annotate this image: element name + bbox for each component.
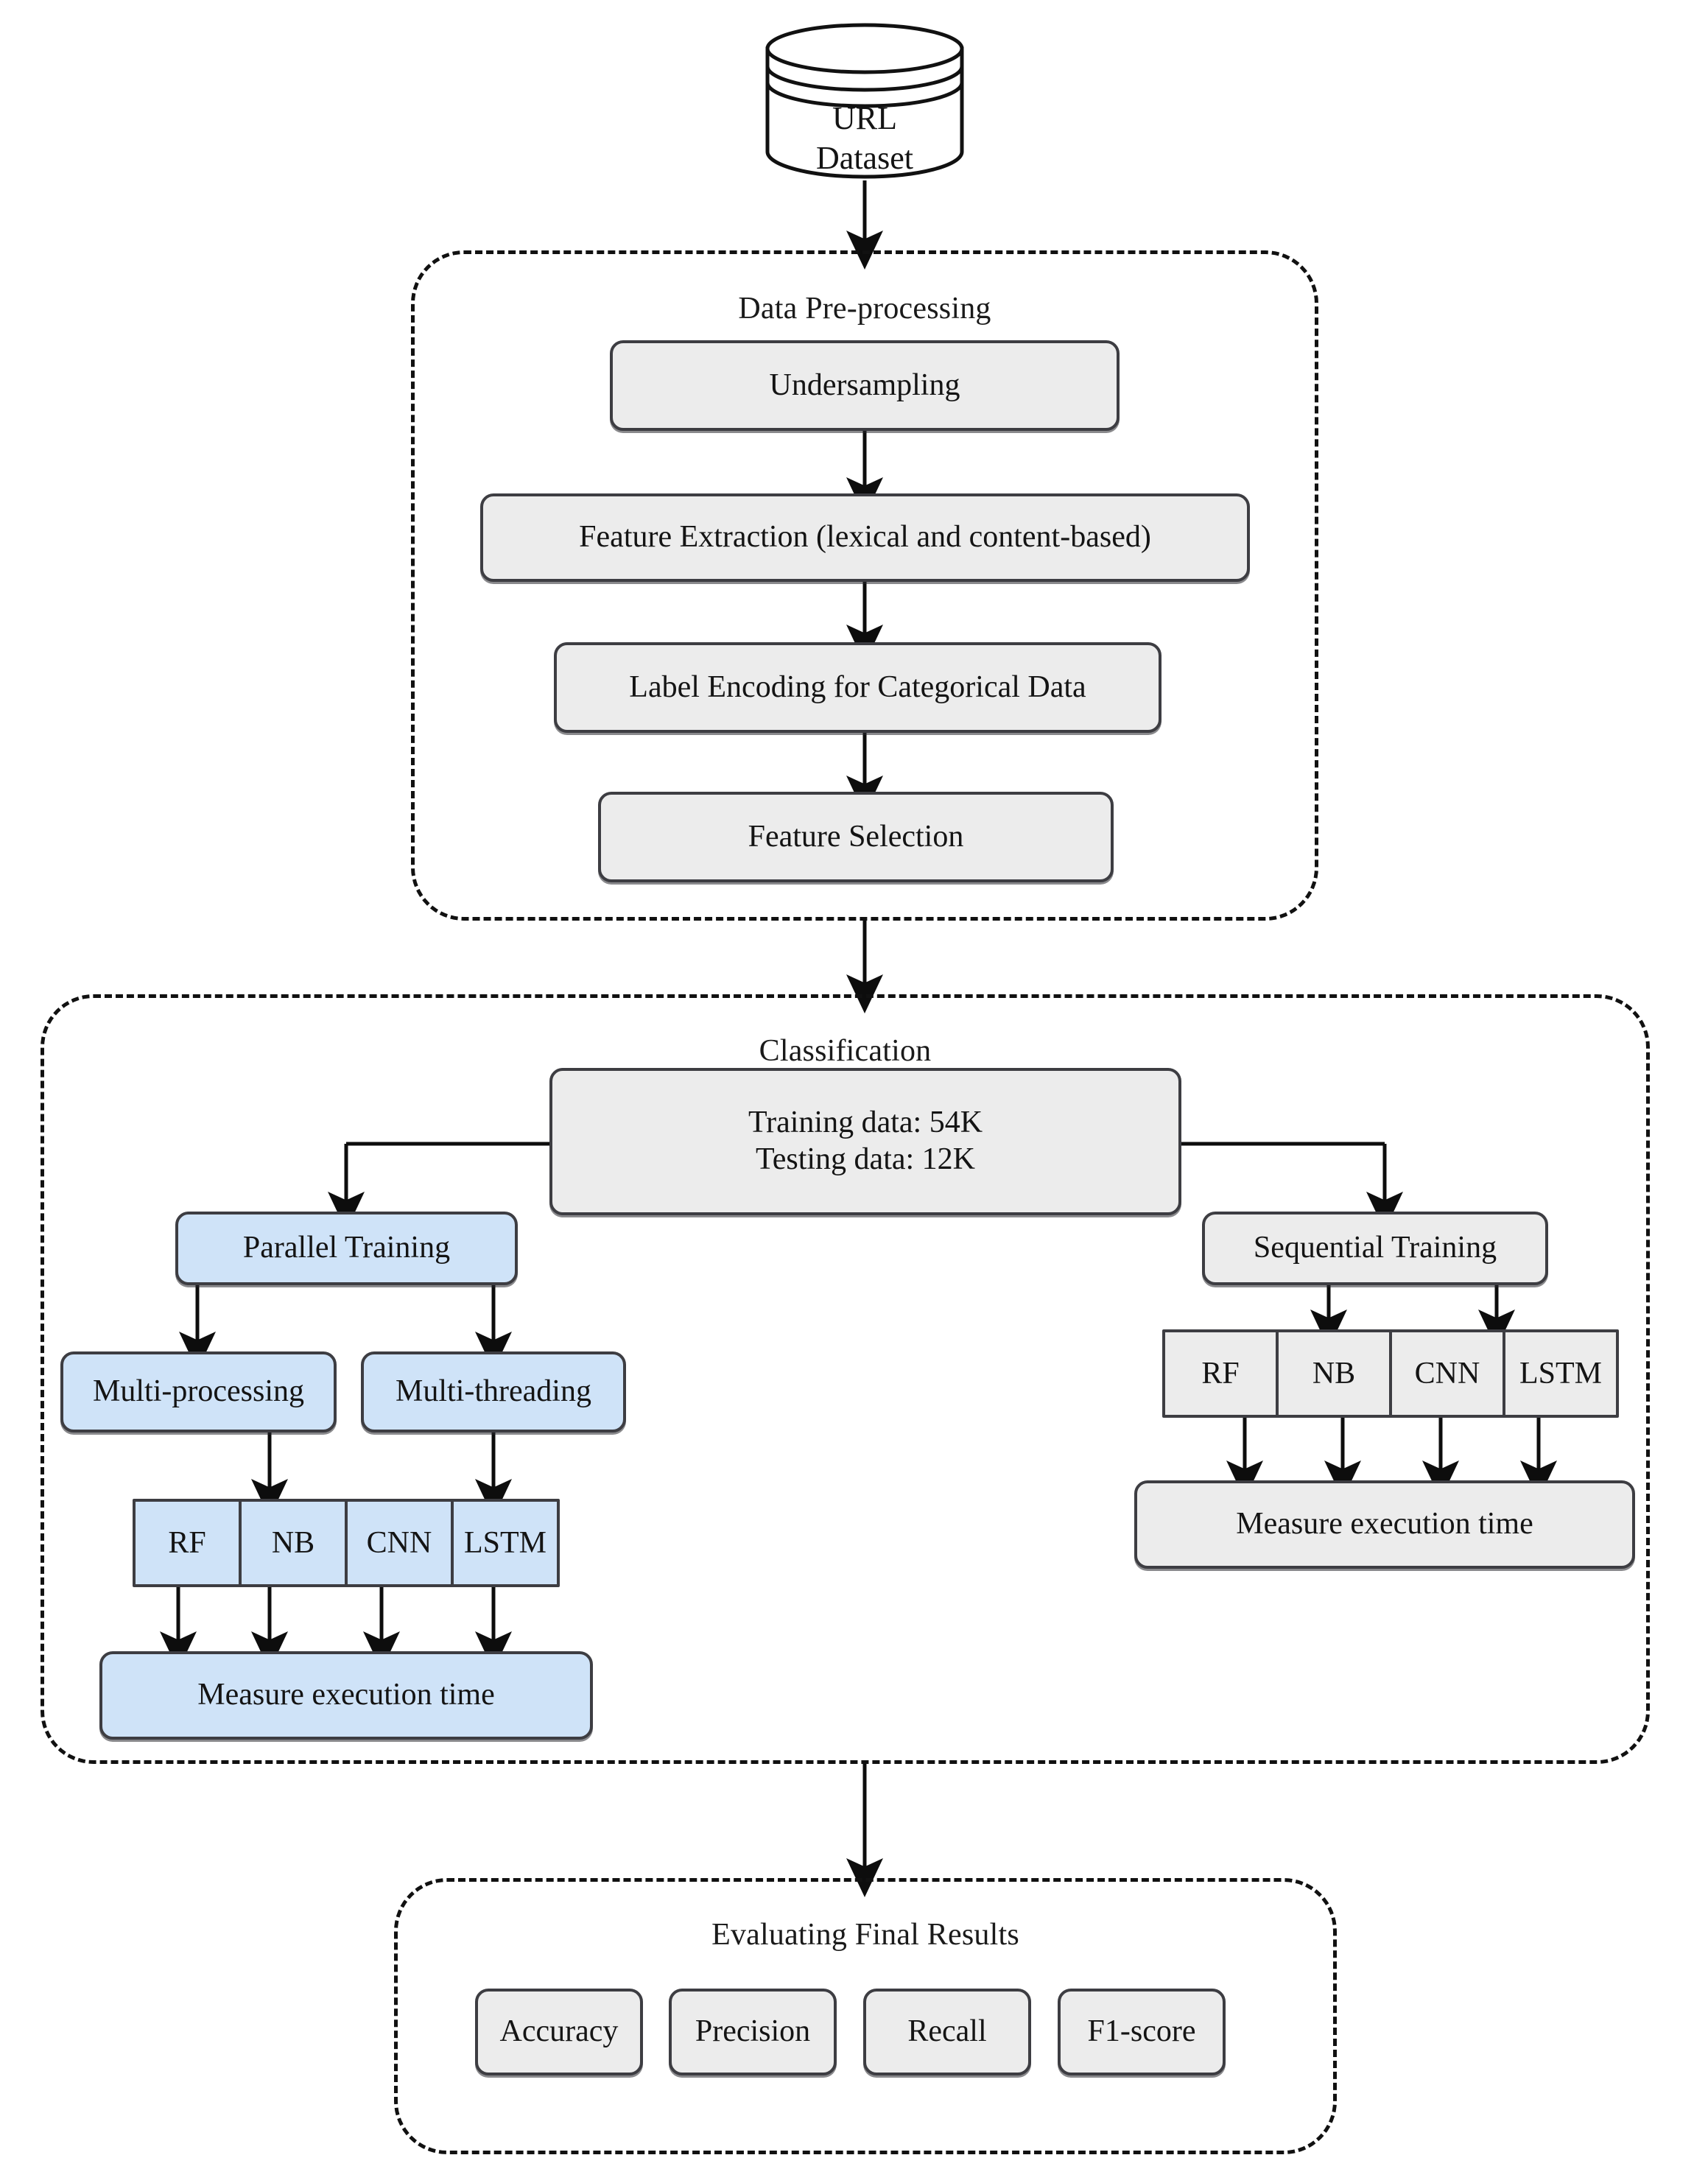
node-undersampling-label: Undersampling <box>769 368 960 402</box>
node-data-split-testing: Testing data: 12K <box>756 1142 975 1176</box>
node-sequential-training[interactable]: Sequential Training <box>1202 1212 1548 1285</box>
group-title-classification: Classification <box>759 1034 932 1068</box>
node-label-encoding-label: Label Encoding for Categorical Data <box>629 669 1086 704</box>
node-parallel-training[interactable]: Parallel Training <box>175 1212 518 1285</box>
url-dataset-label-line2: Dataset <box>816 139 913 176</box>
group-classification: Classification <box>41 994 1650 1764</box>
node-parallel-measure-execution-time[interactable]: Measure execution time <box>99 1651 593 1740</box>
node-feature-extraction-label: Feature Extraction (lexical and content-… <box>579 520 1151 555</box>
node-multi-threading[interactable]: Multi-threading <box>361 1351 626 1432</box>
url-dataset-node: URL Dataset <box>762 22 968 180</box>
strip-sequential-models[interactable]: RF NB CNN LSTM <box>1162 1329 1619 1418</box>
strip-parallel-cell-rf[interactable]: RF <box>136 1502 242 1584</box>
node-multi-threading-label: Multi-threading <box>396 1374 591 1409</box>
strip-parallel-models[interactable]: RF NB CNN LSTM <box>133 1499 560 1587</box>
node-sequential-measure-execution-time[interactable]: Measure execution time <box>1134 1480 1635 1569</box>
node-label-encoding[interactable]: Label Encoding for Categorical Data <box>554 642 1161 733</box>
node-undersampling[interactable]: Undersampling <box>610 340 1120 431</box>
node-metric-accuracy[interactable]: Accuracy <box>475 1989 643 2075</box>
node-feature-selection[interactable]: Feature Selection <box>598 792 1114 882</box>
node-multi-processing[interactable]: Multi-processing <box>60 1351 337 1432</box>
url-dataset-label: URL Dataset <box>762 99 968 177</box>
node-metric-f1-score-label: F1-score <box>1087 2014 1196 2049</box>
node-parallel-training-label: Parallel Training <box>242 1231 451 1265</box>
node-sequential-training-label: Sequential Training <box>1253 1231 1497 1265</box>
node-metric-precision[interactable]: Precision <box>669 1989 837 2075</box>
strip-sequential-cell-cnn[interactable]: CNN <box>1392 1332 1505 1415</box>
group-evaluating-final-results: Evaluating Final Results <box>394 1878 1337 2154</box>
strip-sequential-cell-nb[interactable]: NB <box>1279 1332 1392 1415</box>
strip-parallel-cell-nb[interactable]: NB <box>242 1502 348 1584</box>
group-title-evaluating-final-results: Evaluating Final Results <box>711 1918 1019 1952</box>
node-parallel-measure-label: Measure execution time <box>197 1678 495 1712</box>
url-dataset-label-line1: URL <box>832 100 897 136</box>
node-metric-recall-label: Recall <box>907 2014 987 2049</box>
group-title-data-preprocessing: Data Pre-processing <box>738 292 991 326</box>
node-feature-extraction[interactable]: Feature Extraction (lexical and content-… <box>480 493 1250 582</box>
node-metric-recall[interactable]: Recall <box>863 1989 1031 2075</box>
node-metric-precision-label: Precision <box>695 2014 811 2049</box>
node-data-split[interactable]: Training data: 54K Testing data: 12K <box>549 1068 1181 1215</box>
strip-parallel-cell-lstm[interactable]: LSTM <box>463 1526 547 1560</box>
node-multi-processing-label: Multi-processing <box>93 1374 304 1409</box>
node-metric-accuracy-label: Accuracy <box>499 2014 619 2049</box>
node-feature-selection-label: Feature Selection <box>748 819 964 854</box>
strip-sequential-cell-lstm[interactable]: LSTM <box>1519 1357 1602 1391</box>
node-sequential-measure-label: Measure execution time <box>1236 1507 1533 1541</box>
node-metric-f1-score[interactable]: F1-score <box>1058 1989 1226 2075</box>
node-data-split-training: Training data: 54K <box>748 1105 983 1140</box>
group-data-preprocessing: Data Pre-processing <box>411 250 1318 921</box>
strip-sequential-cell-rf[interactable]: RF <box>1165 1332 1279 1415</box>
strip-parallel-cell-cnn[interactable]: CNN <box>348 1502 454 1584</box>
